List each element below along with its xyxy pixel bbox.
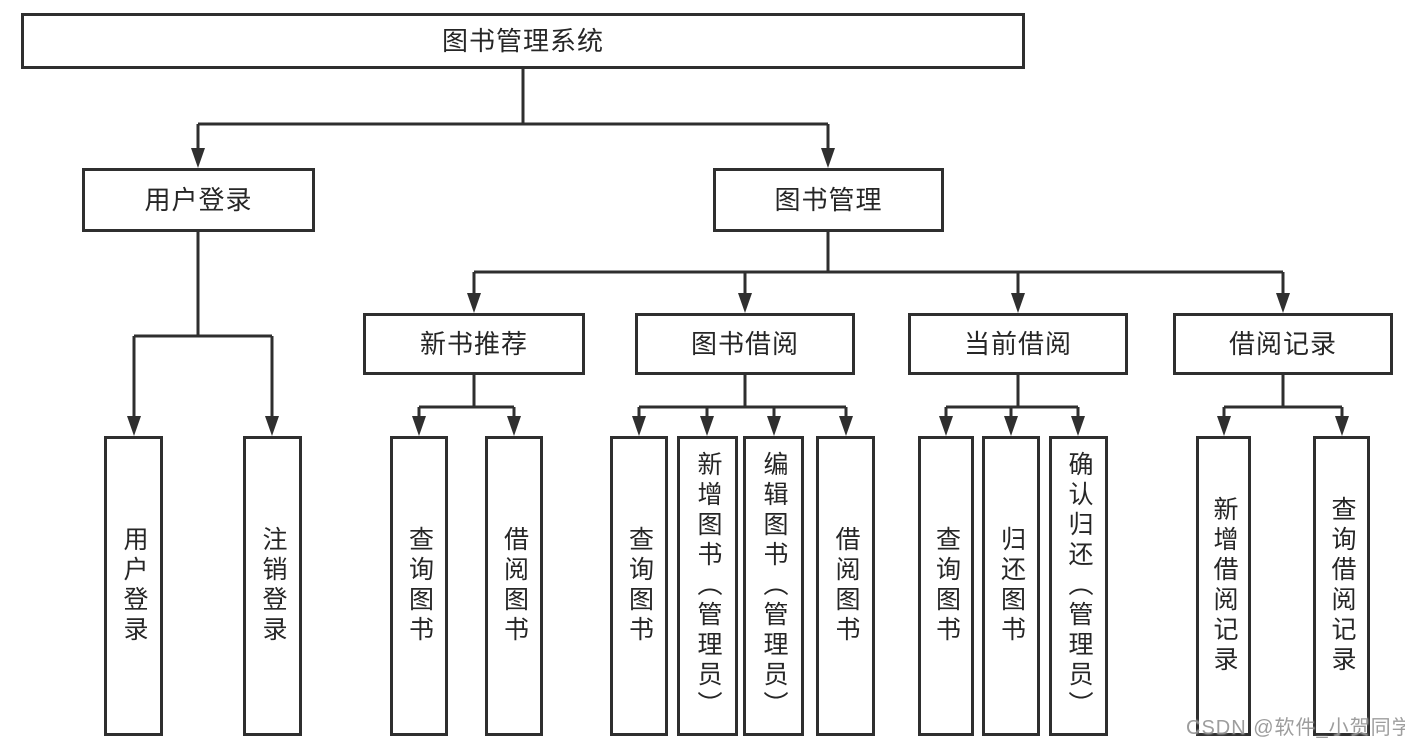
node-leaf-newbook-query: 查询图书 [390, 436, 448, 736]
node-user-login: 用户登录 [82, 168, 315, 232]
node-leaf-current-return: 归还图书 [982, 436, 1040, 736]
arrow-down-icon [738, 293, 752, 313]
wire-userlogin-to-leaves [132, 232, 274, 420]
arrow-down-icon [839, 416, 853, 436]
node-leaf-borrow-book: 借阅图书 [816, 436, 875, 736]
arrow-down-icon [191, 148, 205, 168]
node-book-management: 图书管理 [713, 168, 944, 232]
watermark: CSDN @软件_小贺同学 [1186, 717, 1405, 739]
arrow-down-icon [507, 416, 521, 436]
arrow-down-icon [412, 416, 426, 436]
arrow-down-icon [1276, 293, 1290, 313]
wire-records-to-leaves [1222, 375, 1344, 420]
arrow-down-icon [1004, 416, 1018, 436]
arrow-down-icon [265, 416, 279, 436]
node-leaf-user-login: 用户登录 [104, 436, 163, 736]
arrow-down-icon [467, 293, 481, 313]
node-current-borrowing: 当前借阅 [908, 313, 1128, 375]
node-leaf-current-confirm-admin: 确认归还（管理员） [1049, 436, 1108, 736]
node-library-system: 图书管理系统 [21, 13, 1025, 69]
arrow-down-icon [1335, 416, 1349, 436]
node-book-borrowing: 图书借阅 [635, 313, 855, 375]
arrow-down-icon [1217, 416, 1231, 436]
node-leaf-borrow-query: 查询图书 [610, 436, 668, 736]
node-leaf-record-add: 新增借阅记录 [1196, 436, 1251, 736]
arrow-down-icon [767, 416, 781, 436]
wire-bookmgmt-to-level3 [472, 232, 1285, 297]
node-leaf-borrow-add-admin: 新增图书（管理员） [677, 436, 738, 736]
arrow-down-icon [1011, 293, 1025, 313]
arrow-down-icon [127, 416, 141, 436]
wire-root-to-level2 [196, 69, 830, 152]
node-leaf-borrow-edit-admin: 编辑图书（管理员） [743, 436, 804, 736]
arrow-down-icon [632, 416, 646, 436]
arrow-down-icon [700, 416, 714, 436]
arrow-down-icon [1071, 416, 1085, 436]
node-leaf-record-query: 查询借阅记录 [1313, 436, 1370, 736]
node-borrowing-records: 借阅记录 [1173, 313, 1393, 375]
node-leaf-current-query: 查询图书 [918, 436, 974, 736]
wire-newbook-to-leaves [417, 375, 516, 420]
node-new-book-recommend: 新书推荐 [363, 313, 585, 375]
arrow-down-icon [939, 416, 953, 436]
node-leaf-logout: 注销登录 [243, 436, 302, 736]
wire-currentborrow-to-leaves [944, 375, 1080, 420]
wire-bookborrow-to-leaves [637, 375, 848, 420]
arrow-down-icon [821, 148, 835, 168]
node-leaf-newbook-borrow: 借阅图书 [485, 436, 543, 736]
